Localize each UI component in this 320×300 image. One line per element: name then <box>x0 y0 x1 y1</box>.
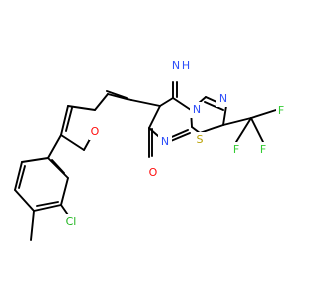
bond <box>30 210 35 241</box>
bond <box>204 101 224 111</box>
bond <box>18 165 26 189</box>
bond <box>36 201 59 207</box>
bond <box>222 117 252 126</box>
atom-label-n-pyrimidine: N <box>161 135 169 148</box>
bond <box>222 105 227 126</box>
bond <box>14 189 35 212</box>
atom-label-o-carbonyl: O <box>149 166 158 179</box>
molecule-diagram: N H N N N S O O F F F Cl <box>14 57 286 241</box>
bond <box>47 134 62 159</box>
bond <box>51 159 65 174</box>
atom-label-o-furan: O <box>91 125 100 138</box>
structure-svg: N H N N N S O O F F F Cl <box>14 57 286 241</box>
atom-label-f-2: F <box>260 143 266 156</box>
bonds <box>14 81 277 241</box>
bond <box>60 134 85 151</box>
bond <box>235 117 252 143</box>
bond <box>94 93 109 111</box>
bond <box>14 161 23 191</box>
bond <box>172 97 192 111</box>
bond <box>33 204 62 212</box>
atom-label-n-triazole: N <box>219 92 227 105</box>
bond <box>106 90 128 99</box>
bond <box>60 105 69 136</box>
bond <box>199 124 224 134</box>
bond <box>130 99 161 107</box>
atom-label-n-fused: N <box>193 103 201 116</box>
bond <box>65 107 73 132</box>
bond <box>107 93 132 101</box>
atom-label-n-imine: N <box>172 59 180 72</box>
bond <box>250 117 264 143</box>
bond <box>250 109 277 119</box>
bond <box>47 157 69 179</box>
atom-label-f-1: F <box>278 104 284 117</box>
bond <box>21 157 49 163</box>
bond <box>148 105 161 129</box>
atom-label-f-3: F <box>233 143 239 156</box>
atom-label-s-thiadiazole: S <box>197 133 204 146</box>
bond <box>67 105 96 111</box>
atom-labels: N H N N N S O O F F F Cl <box>66 59 285 228</box>
atom-label-h-imine: H <box>182 59 190 72</box>
bond <box>159 97 174 107</box>
bond <box>60 177 69 206</box>
atom-label-backgrounds <box>62 57 286 230</box>
atom-label-cl: Cl <box>66 215 77 228</box>
